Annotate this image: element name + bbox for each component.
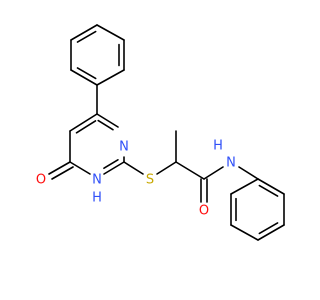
bond-ring [96, 113, 119, 128]
bond-amide-cn [203, 166, 224, 180]
bond-phenyl2-double [258, 184, 279, 197]
bond-phenyl2 [257, 224, 285, 241]
bond-ca-cc [175, 161, 205, 180]
bond-ring [69, 161, 91, 175]
atom-label-hydrogen-amide: H [213, 139, 223, 154]
bond-ring-double [97, 119, 114, 131]
bond-s-ca [156, 161, 177, 175]
bond-ring-double [75, 120, 97, 134]
bond-phenyl2-double [258, 222, 279, 235]
bond-phenyl1-double [76, 30, 97, 43]
bond-ring-double [103, 159, 119, 170]
bond-phenyl2 [257, 178, 285, 195]
bond-ring [103, 161, 125, 175]
atom-label-nitrogen-ring: N [119, 140, 129, 155]
bond-phenyl1 [70, 69, 98, 86]
atom-label-nitrogen-amide: N [226, 156, 236, 171]
bond-phenyl1-double [76, 67, 97, 80]
bond-n-phenyl [238, 166, 259, 180]
bond-phenyl2 [230, 178, 259, 195]
bond-phenyl1 [96, 24, 125, 41]
bond-layer [48, 24, 285, 241]
atom-label-oxygen-amide: O [199, 204, 209, 219]
bond-phenyl2 [230, 224, 259, 241]
atom-label-sulfur: S [146, 173, 154, 188]
bond-ring [69, 113, 98, 132]
bond-c-s [123, 161, 144, 175]
bond-phenyl1 [70, 24, 98, 41]
atom-label-hydrogen-ring-n: H [92, 191, 102, 206]
bond-carbonyl-ring [48, 161, 71, 175]
bond-carbonyl-ring [51, 166, 74, 180]
atom-label-oxygen-ring: O [36, 173, 46, 188]
bond-phenyl1 [96, 69, 125, 86]
atom-label-nitrogen-ring-h: N [92, 173, 102, 188]
